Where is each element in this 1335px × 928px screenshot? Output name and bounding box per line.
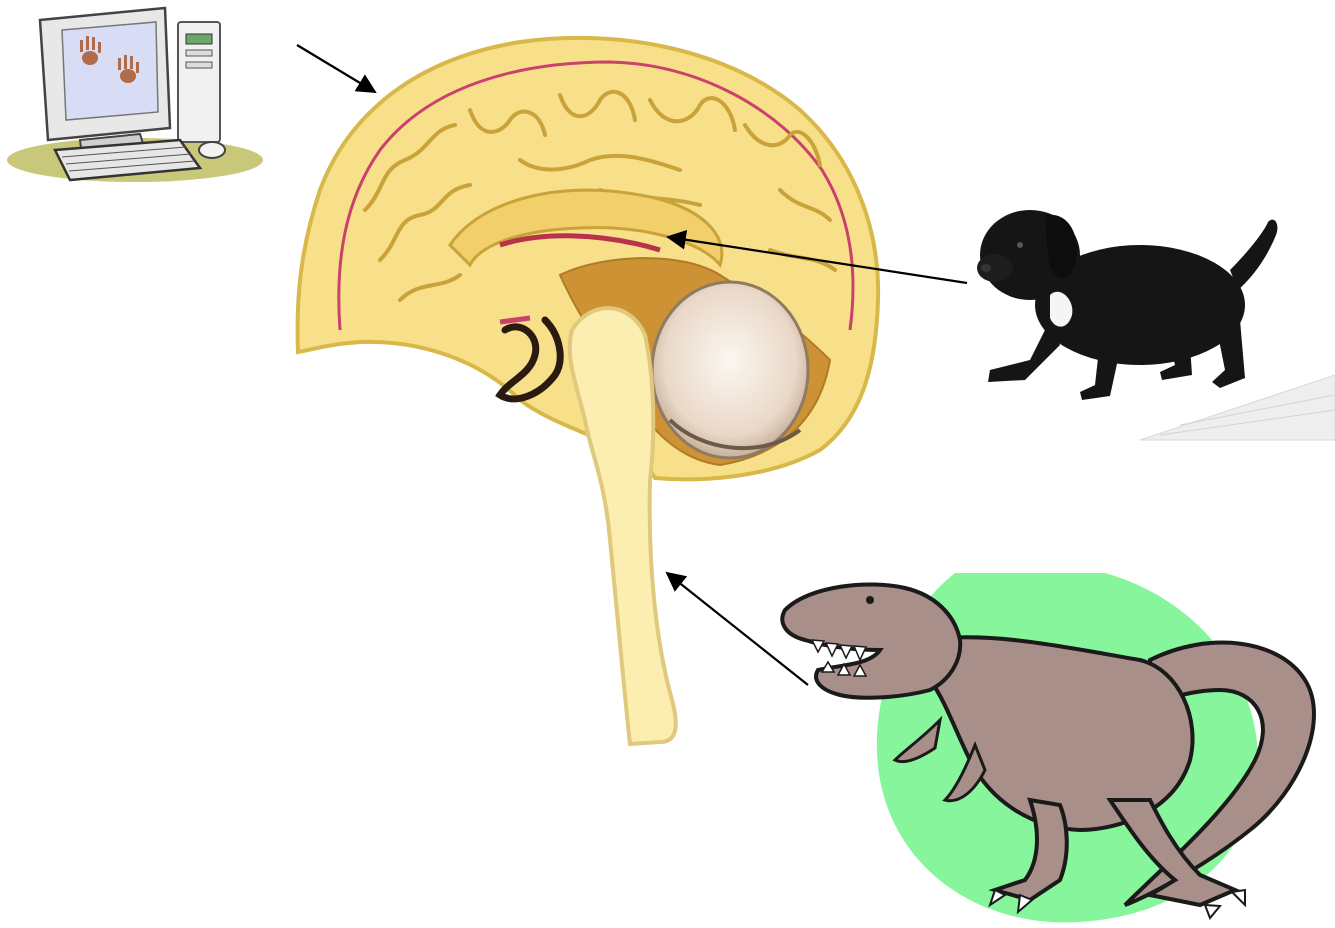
brain-cross-section-icon <box>298 38 879 744</box>
dino-eye <box>866 596 874 604</box>
cerebellum <box>652 282 808 458</box>
puppy-nose <box>981 264 991 272</box>
puppy-icon <box>977 210 1335 440</box>
computer-icon <box>7 8 263 182</box>
mouse <box>199 142 225 158</box>
keyboard-background <box>1140 375 1335 440</box>
monitor-screen <box>62 22 158 120</box>
arrow-computer-to-cortex <box>297 45 375 92</box>
t-rex-icon <box>782 573 1314 923</box>
puppy-eye <box>1017 242 1023 248</box>
puppy-tail <box>1230 220 1277 290</box>
